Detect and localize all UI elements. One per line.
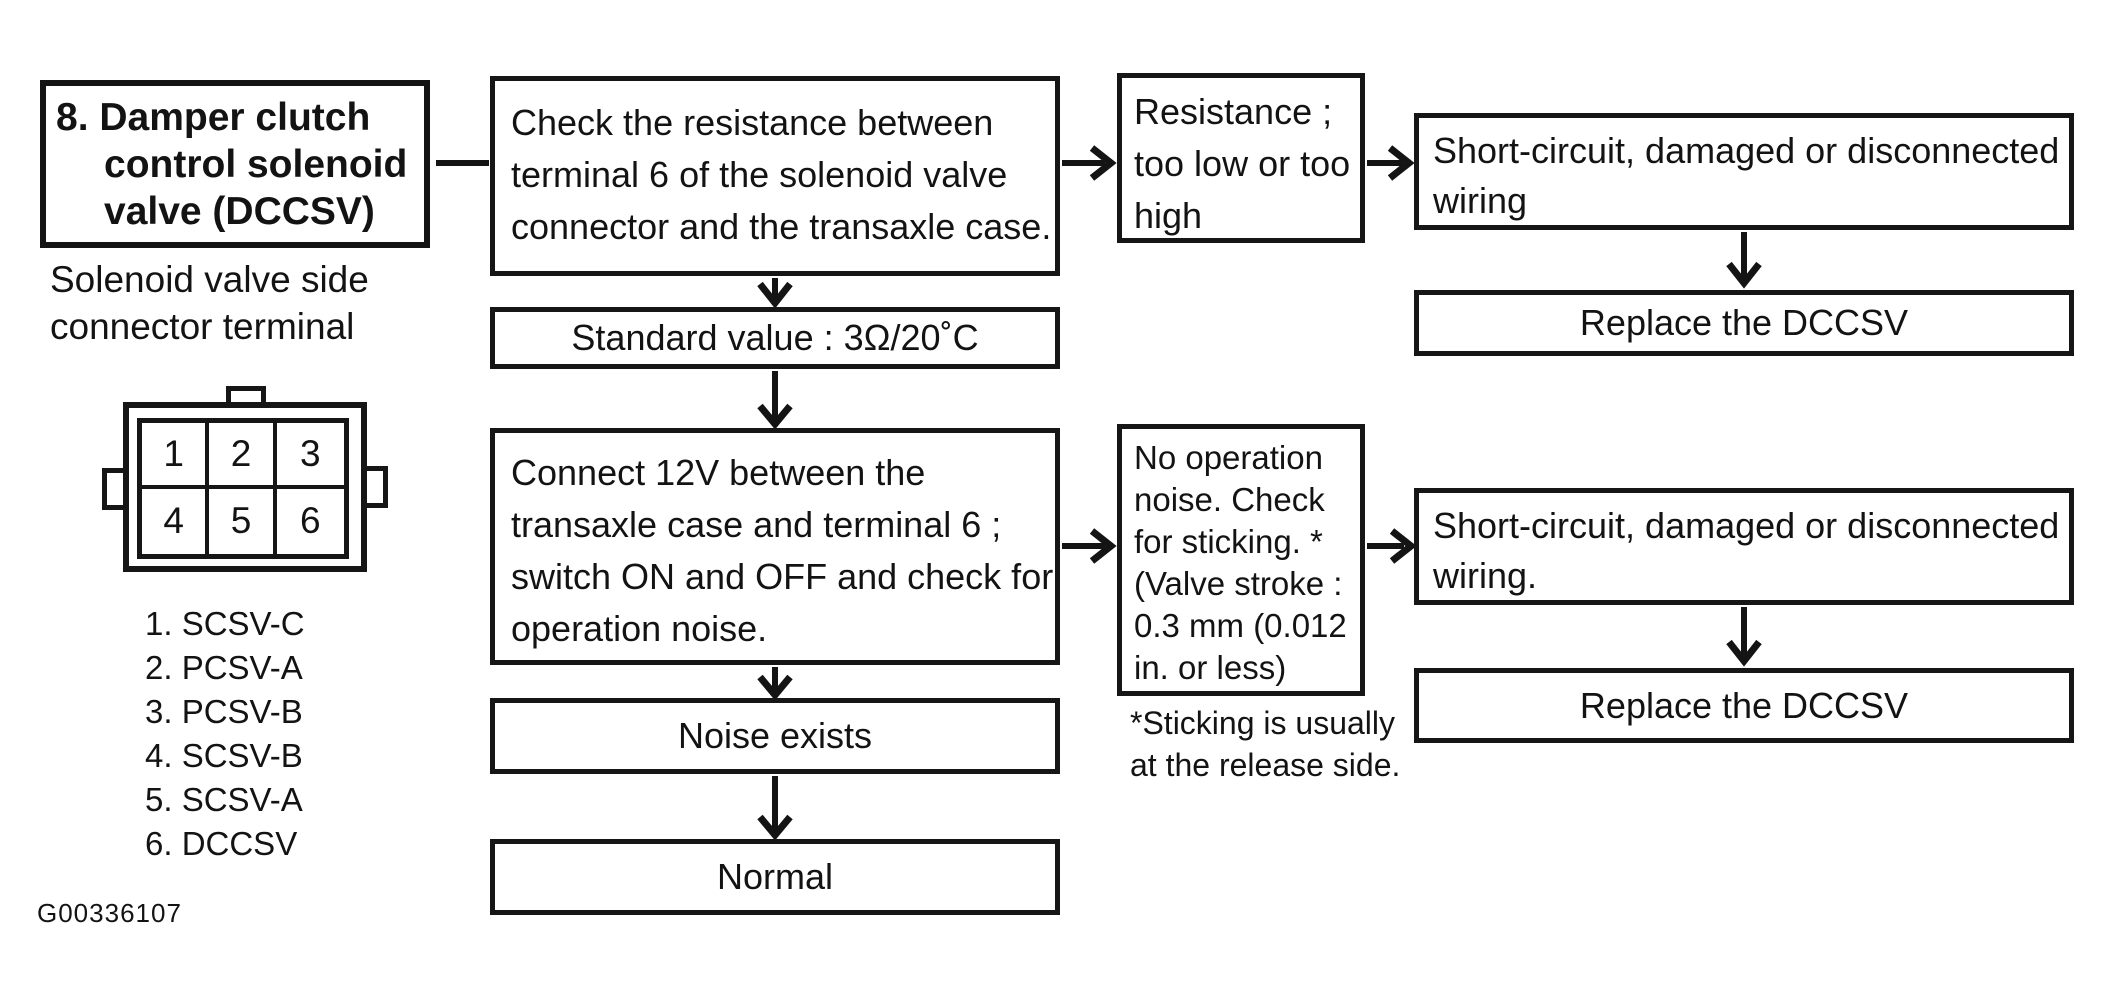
standard-value-box: Standard value : 3Ω/20˚C bbox=[490, 307, 1060, 369]
short-circuit-top-line: wiring bbox=[1433, 180, 1528, 221]
no-operation-line: No operation bbox=[1134, 439, 1323, 476]
sticking-footnote-line: *Sticking is usually bbox=[1130, 705, 1395, 741]
step-title-line: valve (DCCSV) bbox=[104, 190, 375, 233]
connect-12v-line: operation noise. bbox=[511, 608, 768, 649]
check-resistance-line: Check the resistance between bbox=[511, 102, 994, 143]
pin-cell: 5 bbox=[209, 488, 277, 554]
short-circuit-box-top: Short-circuit, damaged or disconnected w… bbox=[1414, 113, 2074, 230]
resistance-abnormal-line: high bbox=[1134, 195, 1203, 236]
pin-cell: 3 bbox=[276, 423, 344, 489]
check-resistance-line: connector and the transaxle case. bbox=[511, 206, 1052, 247]
pin-cell: 4 bbox=[142, 488, 210, 554]
resistance-abnormal-line: Resistance ; bbox=[1134, 91, 1333, 132]
resistance-abnormal-box: Resistance ; too low or too high bbox=[1117, 73, 1365, 243]
sticking-footnote-line: at the release side. bbox=[1130, 747, 1401, 783]
connect-12v-line: switch ON and OFF and check for bbox=[511, 556, 1054, 597]
pin-cell: 2 bbox=[209, 423, 277, 489]
connector-pin-grid: 1 2 3 4 5 6 bbox=[137, 418, 349, 559]
pin-cell: 6 bbox=[300, 500, 321, 542]
replace-dccsv-text: Replace the DCCSV bbox=[1579, 684, 1909, 726]
connector-caption-line: connector terminal bbox=[50, 306, 355, 347]
no-operation-line: 0.3 mm (0.012 bbox=[1134, 607, 1347, 644]
check-resistance-box: Check the resistance between terminal 6 … bbox=[490, 76, 1060, 276]
replace-dccsv-text: Replace the DCCSV bbox=[1579, 302, 1909, 343]
resistance-abnormal-line: too low or too bbox=[1134, 143, 1351, 184]
pin-legend: 1. SCSV-C 2. PCSV-A 3. PCSV-B 4. SCSV-B … bbox=[145, 602, 305, 866]
connect-12v-box: Connect 12V between the transaxle case a… bbox=[490, 428, 1060, 665]
pin-legend-item: 2. PCSV-A bbox=[145, 649, 303, 686]
short-circuit-bottom-line: Short-circuit, damaged or disconnected bbox=[1433, 505, 2060, 546]
normal-box: Normal bbox=[490, 839, 1060, 915]
figure-code: G00336107 bbox=[37, 898, 182, 928]
step-title-line: 8. Damper clutch bbox=[56, 96, 371, 139]
normal-text: Normal bbox=[716, 856, 833, 897]
no-operation-noise-box: No operation noise. Check for sticking. … bbox=[1117, 424, 1365, 696]
no-operation-line: (Valve stroke : bbox=[1134, 565, 1343, 602]
step-title-line: control solenoid bbox=[104, 143, 408, 186]
sticking-footnote: *Sticking is usually at the release side… bbox=[1130, 702, 1400, 786]
pin-legend-item: 5. SCSV-A bbox=[145, 781, 303, 818]
step-title-box: 8. Damper clutch control solenoid valve … bbox=[40, 80, 430, 248]
no-operation-line: noise. Check bbox=[1134, 481, 1325, 518]
connector-caption-line: Solenoid valve side bbox=[50, 259, 369, 300]
no-operation-line: for sticking. * bbox=[1134, 523, 1323, 560]
noise-exists-text: Noise exists bbox=[677, 715, 873, 756]
standard-value-text: Standard value : 3Ω/20˚C bbox=[571, 317, 979, 358]
short-circuit-top-line: Short-circuit, damaged or disconnected bbox=[1433, 130, 2060, 171]
connect-12v-line: Connect 12V between the bbox=[511, 452, 926, 493]
replace-dccsv-box-top: Replace the DCCSV bbox=[1414, 290, 2074, 356]
connector-caption: Solenoid valve side connector terminal bbox=[50, 256, 369, 350]
pin-legend-item: 6. DCCSV bbox=[145, 825, 298, 862]
pin-cell: 1 bbox=[142, 423, 210, 489]
connect-12v-line: transaxle case and terminal 6 ; bbox=[511, 504, 1002, 545]
check-resistance-line: terminal 6 of the solenoid valve bbox=[511, 154, 1008, 195]
short-circuit-box-bottom: Short-circuit, damaged or disconnected w… bbox=[1414, 488, 2074, 605]
pin-legend-item: 1. SCSV-C bbox=[145, 605, 305, 642]
noise-exists-box: Noise exists bbox=[490, 698, 1060, 774]
replace-dccsv-box-bottom: Replace the DCCSV bbox=[1414, 668, 2074, 743]
pin-legend-item: 4. SCSV-B bbox=[145, 737, 303, 774]
short-circuit-bottom-line: wiring. bbox=[1433, 555, 1538, 596]
pin-legend-item: 3. PCSV-B bbox=[145, 693, 303, 730]
no-operation-line: in. or less) bbox=[1134, 649, 1287, 686]
